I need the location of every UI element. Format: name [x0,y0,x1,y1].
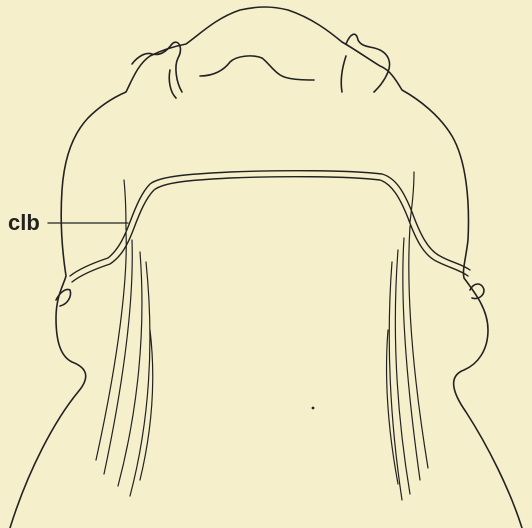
right-striations [386,172,428,500]
left-striations [96,180,153,496]
head-outline [10,7,522,528]
clb-label: clb [8,212,40,234]
right-antennal-socket-inner [341,56,346,92]
left-antennal-socket-inner [169,70,176,98]
right-antennal-socket [346,34,390,92]
dot-mark [312,407,315,410]
anterior-lobe [200,56,314,80]
